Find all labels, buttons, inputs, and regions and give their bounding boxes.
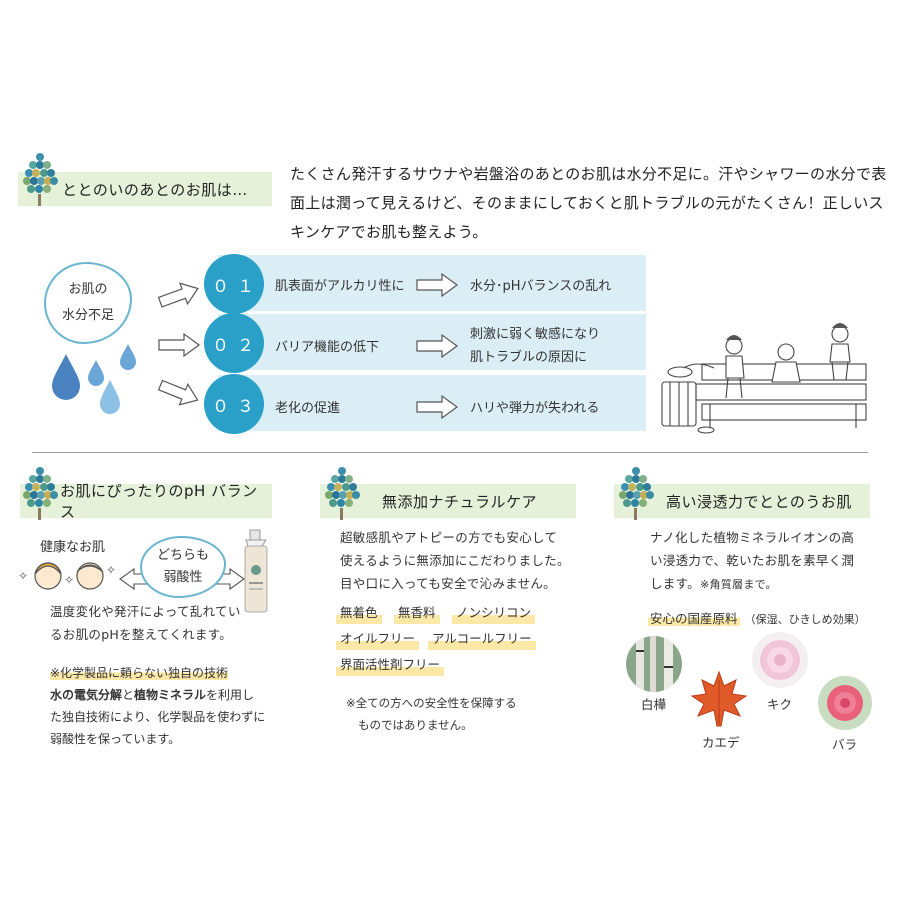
step-cause-1: 肌表面がアルカリ性に — [275, 279, 405, 294]
arrow-icon — [416, 273, 458, 297]
tree-logo-icon — [619, 467, 654, 520]
tech-bold-2: 植物ミネラル — [134, 688, 207, 702]
step-effect-1: 水分･pHバランスの乱れ — [470, 279, 612, 294]
step-number-1: ０１ — [204, 254, 264, 314]
chrysanthemum-image — [752, 632, 808, 688]
arrow-icon — [155, 277, 203, 314]
bubble-line-1: どちらも — [156, 548, 209, 563]
tag-oil-free: オイルフリー — [336, 630, 420, 650]
ph-body-line-1: 温度変化や発汗によって乱れてい — [50, 604, 241, 619]
section-title: 無添加ナチュラルケア — [382, 492, 538, 511]
tag-alcohol-free: アルコールフリー — [428, 630, 536, 650]
natural-note-line-2: ものではありません。 — [358, 718, 473, 732]
section-title: お肌にぴったりのpH バランス — [60, 482, 258, 521]
natural-note: ※全ての方への安全性を保障する ものではありません。 — [346, 692, 517, 736]
healthy-skin-label: 健康なお肌 — [40, 540, 106, 555]
divider — [32, 452, 868, 453]
natural-body-line-1: 超敏感肌やアトピーの方でも安心して — [340, 530, 558, 545]
product-bottle-image — [244, 529, 268, 613]
tech-rest-1: を利用し — [206, 688, 255, 702]
intro-line-2: 面上は潤って見えるけど、そのままにしておくと肌トラブルの元がたくさん！正しいス — [290, 194, 884, 212]
tech-rest-2: た独自技術により、化学製品を使わずに — [50, 710, 266, 724]
faces-icon: ✧ ✧ ✧ — [18, 562, 116, 590]
step-cause-2: バリア機能の低下 — [275, 340, 380, 355]
tech-title: ※化学製品に頼らない独自の技術 — [50, 666, 229, 680]
section-header-ph: お肌にぴったりのpH バランス — [20, 482, 272, 521]
tag-surfactant-free: 界面活性剤フリー — [336, 656, 445, 676]
tag-non-silicone: ノンシリコン — [452, 604, 536, 624]
bubble-line-2: 弱酸性 — [163, 570, 203, 585]
ph-body-line-2: るお肌のpHを整えてくれます。 — [50, 627, 233, 642]
penetration-body: ナノ化した植物ミネラルイオンの高 い浸透力で、乾いたお肌を素早く潤 します。※角… — [650, 526, 890, 596]
section-header-after-sauna: ととのいのあとのお肌は… — [18, 172, 272, 206]
step-effect-2b: 肌トラブルの原因に — [470, 350, 588, 365]
penetration-body-note: ※角質層まで。 — [699, 578, 777, 591]
natural-note-line-1: ※全ての方への安全性を保障する — [346, 696, 517, 710]
natural-body-line-2: 使えるように無添加にこだわりました。 — [340, 553, 570, 568]
step-effect-2a: 刺激に弱く敏感になり — [470, 327, 601, 342]
step-cause-3: 老化の促進 — [275, 401, 341, 416]
plant-label-rose: バラ — [832, 737, 858, 752]
bubble-line-2: 水分不足 — [61, 308, 114, 323]
plant-label-birch: 白樺 — [641, 697, 667, 712]
plant-label-chrysanthemum: キク — [767, 697, 793, 712]
arrow-icon — [416, 395, 458, 419]
arrow-icon — [158, 333, 200, 357]
penetration-body-line-1: ナノ化した植物ミネラルイオンの高 — [650, 530, 855, 545]
ph-body: 温度変化や発汗によって乱れてい るお肌のpHを整えてくれます。 — [50, 600, 290, 646]
sauna-illustration — [661, 323, 867, 434]
natural-body: 超敏感肌やアトピーの方でも安心して 使えるように無添加にこだわりました。 目や口… — [340, 526, 590, 595]
step-number-3: ０３ — [204, 374, 264, 434]
tree-logo-icon — [23, 153, 58, 206]
water-drops-icon — [52, 344, 136, 414]
section-title: ととのいのあとのお肌は… — [62, 180, 248, 199]
tech-bold-1: 水の電気分解 — [50, 688, 123, 702]
birch-image — [626, 636, 682, 692]
natural-body-line-3: 目や口に入っても安全で沁みません。 — [340, 576, 556, 591]
tree-logo-icon — [23, 467, 58, 520]
tag-no-color: 無着色 — [336, 604, 382, 624]
svg-text:✧: ✧ — [18, 569, 28, 583]
tree-logo-icon — [325, 467, 360, 520]
dry-skin-bubble: お肌の 水分不足 — [44, 262, 132, 344]
plant-label-maple: カエデ — [702, 735, 740, 750]
penetration-body-line-2: い浸透力で、乾いたお肌を素早く潤 — [650, 553, 855, 568]
weak-acid-bubble: どちらも 弱酸性 — [140, 536, 226, 598]
rose-image — [818, 676, 872, 730]
arrow-icon — [416, 334, 458, 358]
tag-no-fragrance: 無香料 — [394, 604, 440, 624]
origin-row: 安心の国産原料 （保湿、ひきしめ効果） — [648, 608, 866, 627]
ph-tech-note: ※化学製品に頼らない独自の技術 水の電気分解と植物ミネラルを利用し た独自技術に… — [50, 662, 300, 750]
intro-line-1: たくさん発汗するサウナや岩盤浴のあとのお肌は水分不足に。汗やシャワーの水分で表 — [290, 165, 887, 183]
section-header-penetration: 高い浸透力でととのうお肌 — [614, 484, 870, 518]
origin-label: 安心の国産原料 — [648, 611, 740, 626]
section-header-natural: 無添加ナチュラルケア — [320, 484, 576, 518]
arrow-icon — [155, 374, 203, 411]
maple-leaf-image — [690, 670, 748, 727]
bubble-line-1: お肌の — [68, 282, 108, 297]
penetration-body-line-3: します。 — [650, 576, 700, 591]
origin-note: （保湿、ひきしめ効果） — [744, 613, 866, 626]
tech-rest-3: 弱酸性を保っています。 — [50, 732, 181, 746]
step-number-2: ０２ — [204, 313, 264, 373]
svg-text:✧: ✧ — [64, 573, 74, 587]
step-effect-3: ハリや弾力が失われる — [470, 401, 600, 416]
svg-text:✧: ✧ — [106, 563, 116, 577]
section-title: 高い浸透力でととのうお肌 — [666, 492, 852, 511]
intro-text: たくさん発汗するサウナや岩盤浴のあとのお肌は水分不足に。汗やシャワーの水分で表 … — [290, 160, 890, 247]
tech-and: と — [122, 688, 135, 702]
intro-line-3: キンケアでお肌も整えよう。 — [290, 223, 488, 241]
